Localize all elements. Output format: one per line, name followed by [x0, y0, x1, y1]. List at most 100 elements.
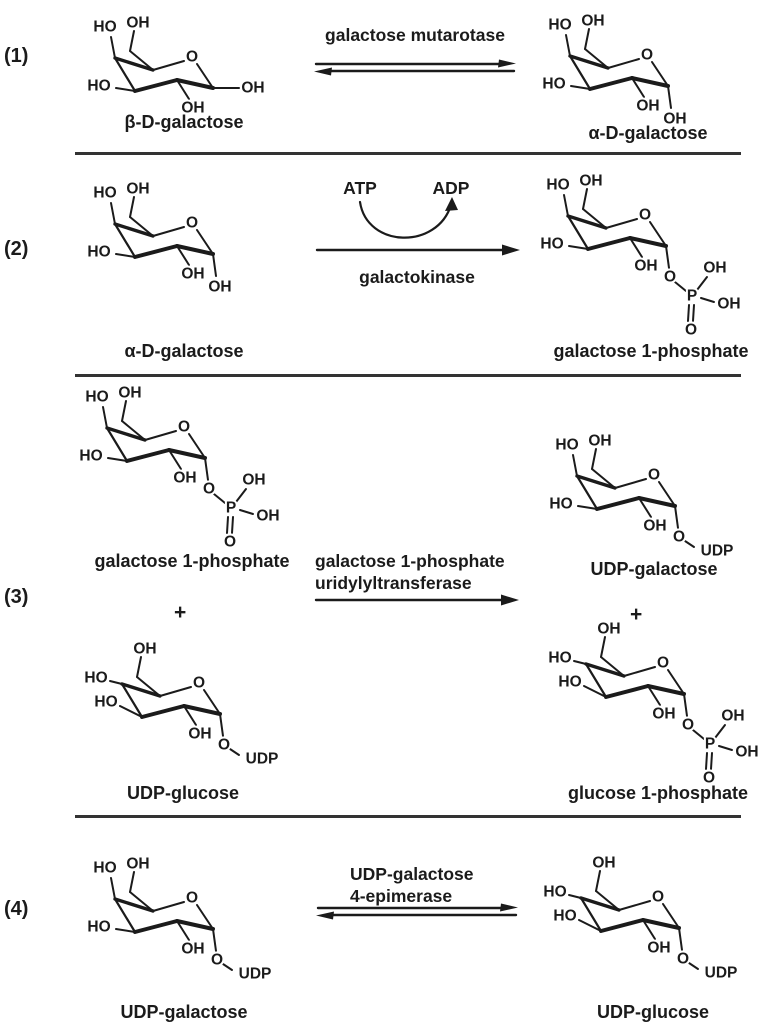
atom-label-udp: UDP — [246, 751, 279, 768]
atom-label-oh: OH — [721, 708, 744, 725]
atom-label-ho: HO — [543, 884, 566, 901]
atom-label-ho: HO — [93, 185, 116, 202]
atom-label-oh: OH — [133, 641, 156, 658]
atom-label-oh: OH — [181, 266, 204, 283]
atom-label-ho: HO — [542, 76, 565, 93]
atom-label-o: O — [677, 951, 689, 968]
plus-sign-right: + — [630, 603, 643, 626]
atom-label-ho: HO — [85, 389, 108, 406]
atom-label-oh: OH — [643, 518, 666, 535]
atom-label-oh: OH — [652, 706, 675, 723]
reaction-1-number: (1) — [4, 45, 29, 67]
atom-label-oh: OH — [173, 470, 196, 487]
atom-label-oh: OH — [597, 621, 620, 638]
atom-label-o: O — [673, 529, 685, 546]
separator-2 — [75, 374, 741, 377]
atom-label-o: O — [193, 675, 205, 692]
enzyme-line-2: uridylyltransferase — [315, 573, 472, 593]
enzyme-udp-galactose-4-epimerase: UDP-galactose 4-epimerase — [350, 863, 474, 907]
caption-alpha-d-galactose: α-D-galactose — [588, 123, 708, 143]
atom-label-ho: HO — [549, 496, 572, 513]
atom-label-oh: OH — [208, 279, 231, 296]
equilibrium-arrow-1 — [314, 59, 516, 76]
atom-label-oh: OH — [242, 472, 265, 489]
atom-label-p: P — [226, 500, 236, 517]
reaction-3-number: (3) — [4, 586, 29, 608]
atom-label-ho: HO — [548, 650, 571, 667]
atom-label-oh: OH — [256, 508, 279, 525]
atom-label-ho: HO — [540, 236, 563, 253]
plus-sign-left: + — [174, 601, 187, 624]
atom-label-o: O — [682, 717, 694, 734]
atom-label-oh: OH — [735, 744, 758, 761]
caption-udp-glucose: UDP-glucose — [126, 783, 240, 803]
enzyme-line-1: galactose 1-phosphate — [315, 551, 505, 571]
caption-alpha-d-galactose-2: α-D-galactose — [124, 341, 244, 361]
atom-label-o: O — [178, 419, 190, 436]
atom-label-o: O — [685, 322, 697, 339]
atom-label-o: O — [186, 890, 198, 907]
enzyme-galactokinase: galactokinase — [359, 267, 475, 287]
atom-label-udp: UDP — [705, 965, 738, 982]
atom-label-o: O — [639, 207, 651, 224]
cofactor-adp-label: ADP — [432, 178, 470, 198]
atom-label-p: P — [705, 736, 715, 753]
atom-label-o: O — [203, 481, 215, 498]
caption-glucose-1-phosphate: glucose 1-phosphate — [567, 783, 749, 803]
atom-label-oh: OH — [634, 258, 657, 275]
cofactor-atp-label: ATP — [343, 178, 377, 198]
atom-label-ho: HO — [546, 177, 569, 194]
separator-1 — [75, 152, 741, 155]
enzyme-galactose-mutarotase: galactose mutarotase — [325, 25, 505, 45]
atom-label-ho: HO — [555, 437, 578, 454]
atom-label-ho: HO — [79, 448, 102, 465]
atom-label-ho: HO — [87, 919, 110, 936]
atom-label-udp: UDP — [239, 966, 272, 983]
atom-label-oh: OH — [592, 855, 615, 872]
atom-label-o: O — [186, 215, 198, 232]
enzyme-line-1: UDP-galactose — [350, 864, 474, 884]
atom-label-oh: OH — [126, 15, 149, 32]
caption-udp-glucose-2: UDP-glucose — [596, 1002, 710, 1022]
atom-label-o: O — [652, 889, 664, 906]
reaction-arrow-3 — [314, 594, 519, 606]
caption-galactose-1-phosphate: galactose 1-phosphate — [553, 341, 749, 361]
atom-label-oh: OH — [181, 100, 204, 117]
atom-label-o: O — [648, 467, 660, 484]
atom-label-oh: OH — [118, 385, 141, 402]
atom-label-oh: OH — [126, 856, 149, 873]
atom-label-o: O — [657, 655, 669, 672]
atom-label-o: O — [664, 269, 676, 286]
atom-label-oh: OH — [241, 80, 264, 97]
atom-label-o: O — [211, 952, 223, 969]
reaction-4-number: (4) — [4, 898, 29, 920]
atom-label-ho: HO — [87, 244, 110, 261]
atom-label-oh: OH — [581, 13, 604, 30]
atom-label-ho: HO — [84, 670, 107, 687]
separator-3 — [75, 815, 741, 818]
caption-galactose-1-phosphate-2: galactose 1-phosphate — [94, 551, 290, 571]
atom-label-ho: HO — [93, 19, 116, 36]
enzyme-uridylyltransferase: galactose 1-phosphate uridylyltransferas… — [315, 550, 505, 594]
atom-label-oh: OH — [663, 111, 686, 128]
atom-label-o: O — [703, 770, 715, 787]
atom-label-oh: OH — [703, 260, 726, 277]
atom-label-ho: HO — [548, 17, 571, 34]
atom-label-oh: OH — [579, 173, 602, 190]
atom-label-ho: HO — [94, 694, 117, 711]
atom-label-oh: OH — [636, 98, 659, 115]
atom-label-oh: OH — [181, 941, 204, 958]
atom-label-o: O — [224, 534, 236, 551]
atom-label-oh: OH — [647, 940, 670, 957]
atom-label-oh: OH — [188, 726, 211, 743]
